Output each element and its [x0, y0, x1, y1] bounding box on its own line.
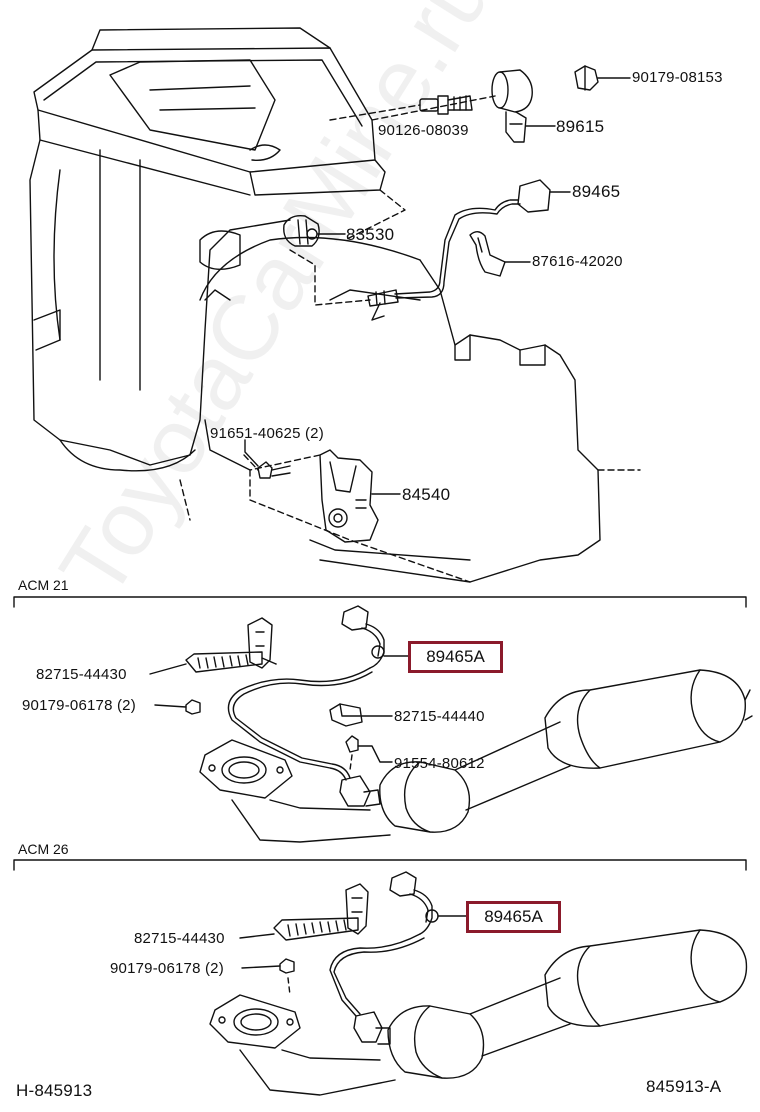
label-acm21-82715-44430: 82715-44430 [36, 666, 127, 683]
label-acm26-82715-44430: 82715-44430 [134, 930, 225, 947]
acm26-oxygen-sensor [329, 871, 439, 1045]
oxygen-sensor-89465 [367, 179, 551, 321]
label-89615: 89615 [556, 117, 605, 136]
section-divider-acm26 [13, 859, 747, 871]
clamp-87616 [469, 231, 506, 277]
label-acm26-89465A-highlighted[interactable]: 89465A [466, 901, 561, 933]
oil-pressure-switch-83530 [283, 215, 320, 247]
label-acm26-90179-06178: 90179-06178 (2) [110, 960, 224, 977]
leader-lines-top [244, 77, 631, 495]
label-84540: 84540 [402, 485, 451, 504]
bolt-91651 [257, 461, 291, 479]
label-87616-42020: 87616-42020 [532, 253, 623, 270]
acm21-bracket-82715-44430 [185, 617, 277, 673]
acm26-exhaust-pipe [209, 929, 748, 1096]
acm26-bracket-82715-44430 [273, 883, 369, 941]
knock-sensor-89615 [491, 69, 533, 143]
label-acm21-89465A-highlighted[interactable]: 89465A [408, 641, 503, 673]
acm21-bolt-91554-80612 [345, 735, 359, 753]
figure-code-right: 845913-A [646, 1077, 722, 1096]
label-90126-08039: 90126-08039 [378, 122, 469, 139]
acm21-nut-90179-06178 [185, 699, 201, 715]
section-divider-acm21 [13, 596, 747, 608]
label-83530: 83530 [346, 225, 395, 244]
figure-code-left: H-845913 [16, 1081, 93, 1100]
label-90179-08153: 90179-08153 [632, 69, 723, 86]
neutral-switch-84540 [319, 449, 379, 543]
nut-90179-08153 [574, 65, 599, 91]
acm26-leaders [239, 915, 467, 996]
leader-dashes-top [179, 95, 641, 583]
label-acm21-82715-44440: 82715-44440 [394, 708, 485, 725]
label-acm21-91554-80612: 91554-80612 [394, 755, 485, 772]
section-title-acm26: ACM 26 [18, 841, 69, 857]
engine-block [29, 27, 601, 583]
acm21-bracket-82715-44440 [329, 703, 363, 727]
acm21-leaders [149, 655, 409, 771]
section-title-acm21: ACM 21 [18, 577, 69, 593]
label-acm21-90179-06178: 90179-06178 (2) [22, 697, 136, 714]
stud-90126 [419, 95, 473, 115]
acm21-oxygen-sensor [227, 605, 385, 807]
label-91651-40625: 91651-40625 (2) [210, 425, 324, 442]
label-89465: 89465 [572, 182, 621, 201]
acm26-nut-90179-06178 [279, 958, 295, 974]
acm21-exhaust-pipe [199, 669, 753, 843]
